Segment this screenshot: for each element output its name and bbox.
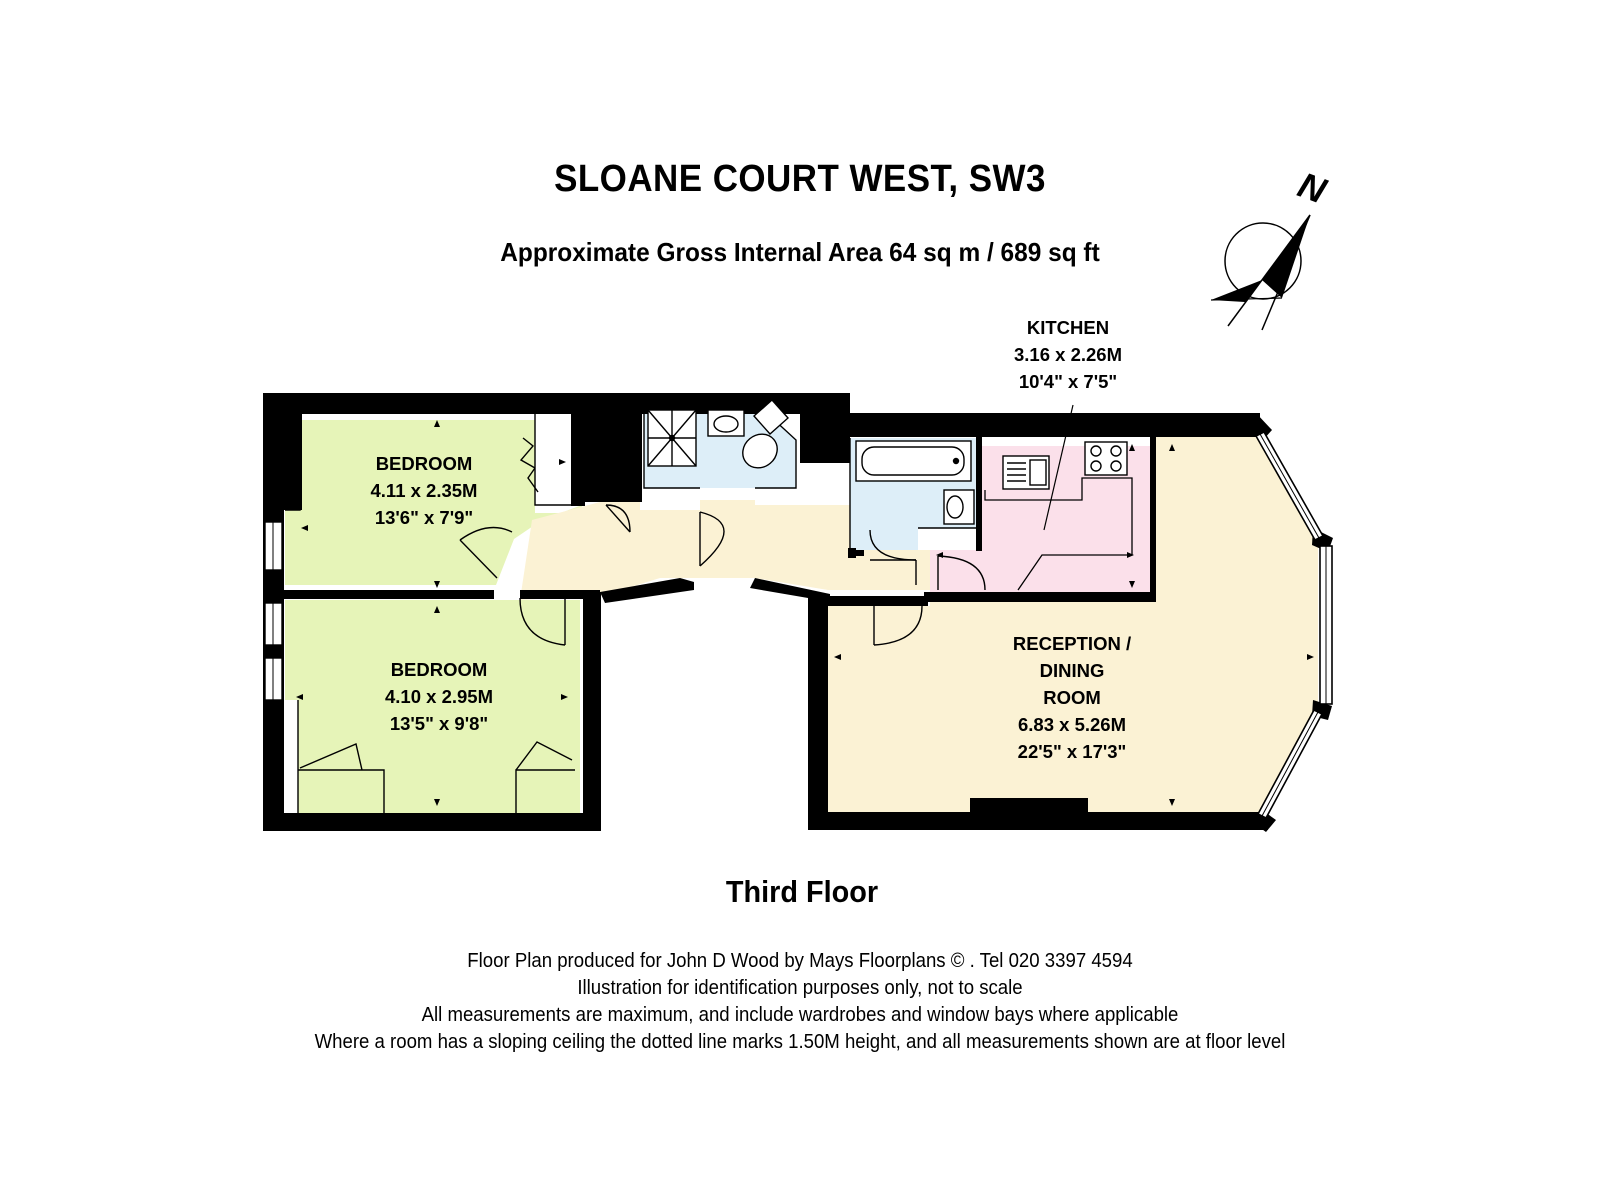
- gross-internal-area: Approximate Gross Internal Area 64 sq m …: [500, 237, 1100, 267]
- bedroom-windows: [264, 521, 283, 701]
- reception-name-line3: ROOM: [1043, 687, 1101, 708]
- footer-line-4: Where a room has a sloping ceiling the d…: [314, 1031, 1286, 1053]
- kitchen-imperial: 10'4" x 7'5": [1019, 371, 1117, 392]
- reception-area: [828, 436, 1318, 812]
- kitchen-area: [930, 446, 1155, 595]
- kitchen-worktop: [984, 477, 1133, 591]
- kitchen-sink: [1002, 455, 1050, 490]
- compass: N: [1210, 164, 1332, 331]
- bedroom-2-imperial: 13'5" x 9'8": [390, 713, 488, 734]
- reception-metric: 6.83 x 5.26M: [1018, 714, 1126, 735]
- footer-disclaimer: Floor Plan produced for John D Wood by M…: [56, 948, 1544, 1056]
- floor-label: Third Floor: [725, 874, 879, 909]
- compass-north-label: N: [1293, 164, 1332, 212]
- bedroom-1-area: [285, 420, 582, 585]
- bath-tub: [855, 440, 972, 482]
- bedroom-1-metric: 4.11 x 2.35M: [371, 480, 478, 501]
- bedroom-2-metric: 4.10 x 2.95M: [385, 686, 493, 707]
- doors: [459, 504, 986, 646]
- measurement-ticks: [296, 420, 1314, 806]
- bedroom-1-name: BEDROOM: [376, 453, 473, 474]
- reception-imperial: 22'5" x 17'3": [1018, 741, 1127, 762]
- bedroom-1-wardrobe: [519, 437, 539, 493]
- bathroom-basin: [943, 489, 975, 525]
- room-outlines: [285, 404, 980, 813]
- shower-room-toilet: [742, 399, 789, 469]
- bay-windows: [1254, 430, 1333, 820]
- kitchen-name: KITCHEN: [1027, 317, 1109, 338]
- property-title: SLOANE COURT WEST, SW3: [554, 158, 1046, 200]
- shower-room-basin: [707, 409, 745, 437]
- footer-line-2: Illustration for identification purposes…: [577, 977, 1023, 999]
- footer-line-3: All measurements are maximum, and includ…: [421, 1004, 1179, 1026]
- bedroom-2-wardrobes: [298, 741, 575, 813]
- kitchen-label: KITCHEN 3.16 x 2.26M 10'4" x 7'5": [1014, 317, 1122, 392]
- kitchen-hob: [1084, 441, 1128, 476]
- bedroom-2-area: [285, 600, 580, 813]
- reception-name-line1: RECEPTION /: [1013, 633, 1131, 654]
- bedroom-2-name: BEDROOM: [391, 659, 488, 680]
- kitchen-pointer: [1043, 404, 1074, 531]
- footer-line-1: Floor Plan produced for John D Wood by M…: [467, 950, 1133, 972]
- kitchen-metric: 3.16 x 2.26M: [1014, 344, 1122, 365]
- reception-label: RECEPTION / DINING ROOM 6.83 x 5.26M 22'…: [1013, 633, 1131, 762]
- reception-name-line2: DINING: [1040, 660, 1105, 681]
- bedroom-1-label: BEDROOM 4.11 x 2.35M 13'6" x 7'9": [371, 453, 478, 528]
- bedroom-1-imperial: 13'6" x 7'9": [375, 507, 473, 528]
- hallway-area: [520, 500, 930, 600]
- north-arrow-icon: [1210, 214, 1311, 331]
- shower-tray: [647, 409, 697, 467]
- bedroom-2-label: BEDROOM 4.10 x 2.95M 13'5" x 9'8": [385, 659, 493, 734]
